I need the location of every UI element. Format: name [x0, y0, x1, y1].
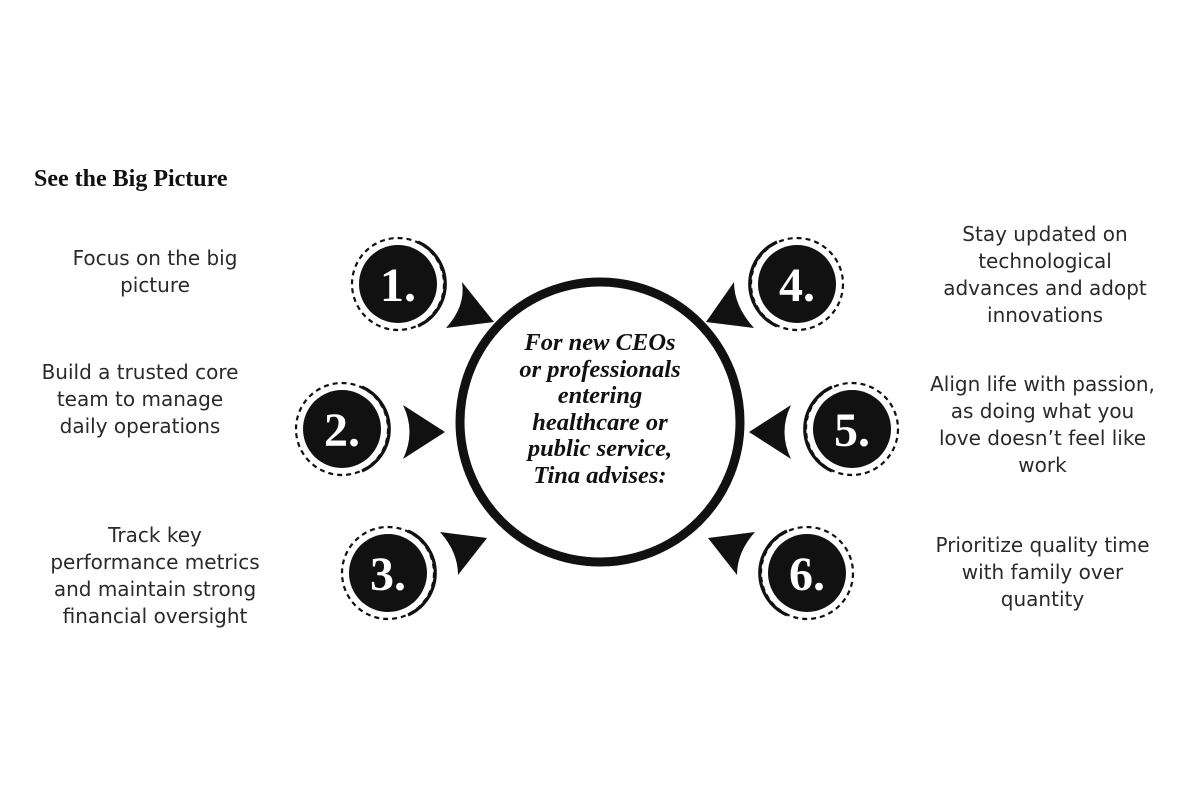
tip-line: quantity: [1000, 587, 1085, 611]
tip-6-text: Prioritize quality time with family over…: [915, 532, 1170, 613]
center-line: or professionals: [519, 355, 681, 383]
page-title: See the Big Picture: [34, 166, 228, 192]
number-badge-3: 3.: [340, 525, 437, 621]
center-line: entering: [557, 382, 643, 409]
solid-arc: [417, 240, 447, 328]
badge-number: 2.: [324, 404, 360, 457]
tip-line: love doesn’t feel like: [938, 426, 1147, 450]
solid-arc: [758, 529, 788, 617]
center-message: For new CEOs or professionals entering h…: [490, 329, 710, 489]
tip-1-text: Focus on the big picture: [40, 245, 270, 299]
tip-line: performance metrics: [50, 550, 260, 574]
number-badge-1: 1.: [350, 236, 447, 332]
arrow-icon-2: [403, 405, 445, 459]
tip-line: Prioritize quality time: [935, 533, 1150, 557]
tip-line: Align life with passion,: [930, 372, 1155, 396]
badge-number: 3.: [370, 548, 406, 601]
tip-line: and maintain strong: [53, 577, 257, 601]
center-line: Tina advises:: [533, 461, 667, 489]
arrow-icon-6: [708, 532, 755, 575]
tip-line: technological: [978, 249, 1112, 273]
center-line: public service,: [527, 435, 673, 462]
tip-line: as doing what you: [950, 399, 1135, 423]
badge-disc: [359, 245, 437, 323]
tip-line: Track key: [108, 523, 202, 547]
pointer-arrows: [403, 282, 791, 575]
solid-arc: [407, 529, 437, 617]
tip-4-text: Stay updated on technological advances a…: [915, 221, 1175, 329]
solid-arc: [748, 240, 778, 328]
arrow-icon-1: [446, 282, 494, 328]
tip-line: daily operations: [59, 414, 221, 438]
badge-number: 6.: [789, 548, 825, 601]
arrow-icon-3: [440, 532, 487, 575]
badge-disc: [768, 534, 846, 612]
solid-arc: [803, 385, 833, 473]
tip-line: Build a trusted core: [41, 360, 239, 384]
center-circle: [455, 277, 745, 567]
number-badge-4: 4.: [748, 236, 845, 332]
tip-line: team to manage: [56, 387, 224, 411]
tip-2-text: Build a trusted core team to manage dail…: [20, 359, 260, 440]
arrow-icon-4: [706, 282, 754, 328]
tip-line: Focus on the big: [72, 246, 238, 270]
tip-line: Stay updated on: [962, 222, 1128, 246]
tip-line: financial oversight: [62, 604, 248, 628]
center-line: healthcare or: [532, 408, 668, 436]
badge-number: 5.: [834, 404, 870, 457]
tip-5-text: Align life with passion, as doing what y…: [920, 371, 1165, 479]
badge-number: 4.: [779, 259, 815, 312]
badge-number: 1.: [380, 259, 416, 312]
tip-line: picture: [120, 273, 190, 297]
badge-disc: [813, 390, 891, 468]
badge-disc: [758, 245, 836, 323]
badge-disc: [349, 534, 427, 612]
center-line: For new CEOs: [524, 329, 676, 356]
arrow-icon-5: [749, 405, 791, 459]
tip-line: work: [1018, 453, 1067, 477]
tip-3-text: Track key performance metrics and mainta…: [30, 522, 280, 630]
number-badge-2: 2.: [294, 381, 391, 477]
badge-disc: [303, 390, 381, 468]
number-badge-5: 5.: [803, 381, 900, 477]
number-badges: 1. 2. 3. 4. 5. 6.: [294, 236, 900, 621]
tip-line: innovations: [987, 303, 1103, 327]
solid-arc: [361, 385, 391, 473]
number-badge-6: 6.: [758, 525, 855, 621]
tip-line: with family over: [961, 560, 1124, 584]
tip-line: advances and adopt: [943, 276, 1147, 300]
